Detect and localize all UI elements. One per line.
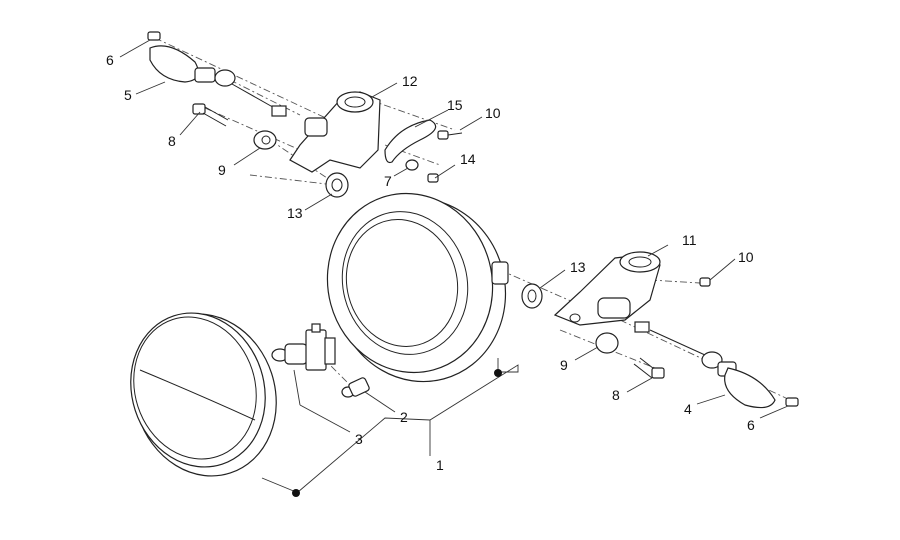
right-bracket bbox=[553, 251, 661, 326]
screw-14 bbox=[427, 173, 439, 183]
callout-4: 4 bbox=[684, 401, 692, 417]
callout-5: 5 bbox=[124, 87, 132, 103]
screw-10-left bbox=[437, 130, 463, 140]
callout-labels: 1 2 3 4 5 6 6 7 8 8 9 9 10 10 11 12 13 1… bbox=[106, 52, 755, 473]
callout-8-right: 8 bbox=[612, 387, 620, 403]
right-screw-6 bbox=[785, 397, 799, 407]
clip-15 bbox=[384, 119, 437, 164]
left-grommet-13 bbox=[325, 172, 349, 198]
headlight-lens bbox=[130, 312, 277, 477]
callout-10-left: 10 bbox=[485, 105, 501, 121]
washer-7 bbox=[405, 159, 419, 171]
right-spacer-9 bbox=[595, 332, 619, 354]
left-turn-indicator bbox=[149, 45, 287, 117]
callout-11: 11 bbox=[682, 232, 697, 248]
callout-8-left: 8 bbox=[168, 133, 176, 149]
callout-10-right: 10 bbox=[738, 249, 754, 265]
right-grommet-13 bbox=[521, 283, 543, 309]
headlight-housing bbox=[326, 192, 509, 383]
callout-3: 3 bbox=[355, 431, 363, 447]
right-bolt-8 bbox=[633, 357, 665, 379]
left-spacer-9 bbox=[253, 130, 277, 150]
left-bracket bbox=[289, 91, 381, 173]
parking-bulb bbox=[341, 377, 370, 398]
reference-dots bbox=[292, 369, 502, 497]
headlight-bulb bbox=[271, 323, 336, 371]
callout-6-left: 6 bbox=[106, 52, 114, 68]
left-bolt-8 bbox=[192, 103, 229, 127]
callout-14: 14 bbox=[460, 151, 476, 167]
right-turn-indicator bbox=[634, 321, 776, 409]
callout-7: 7 bbox=[384, 173, 392, 189]
callout-12: 12 bbox=[402, 73, 418, 89]
callout-9-right: 9 bbox=[560, 357, 568, 373]
callout-1: 1 bbox=[436, 457, 444, 473]
callout-13-right: 13 bbox=[570, 259, 586, 275]
leader-lines bbox=[119, 39, 789, 493]
callout-15: 15 bbox=[447, 97, 463, 113]
callout-6-right: 6 bbox=[747, 417, 755, 433]
callout-9-left: 9 bbox=[218, 162, 226, 178]
left-screw-6 bbox=[147, 31, 161, 41]
callout-13-left: 13 bbox=[287, 205, 303, 221]
screw-10-right bbox=[699, 277, 711, 287]
callout-2: 2 bbox=[400, 409, 408, 425]
